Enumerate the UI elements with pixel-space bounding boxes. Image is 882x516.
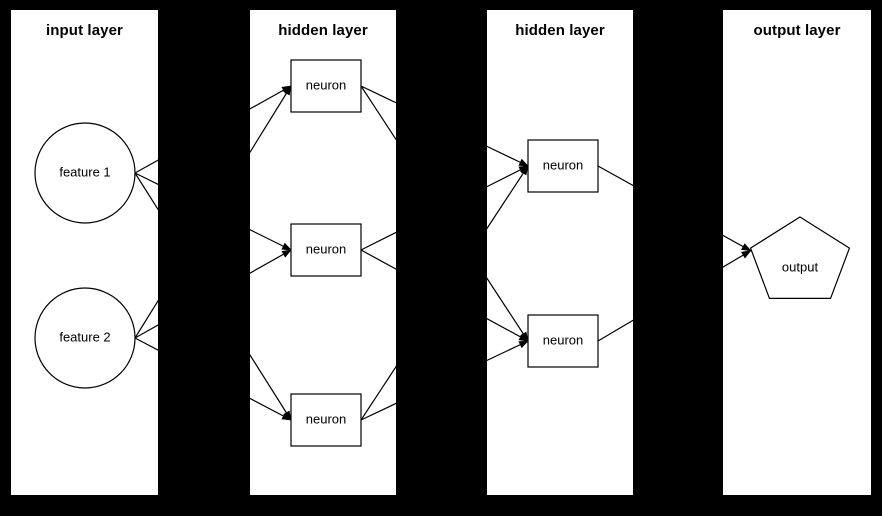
layer-title-hidden-1: hidden layer [278,22,368,39]
layer-panel-hidden-2[interactable]: hidden layer [487,10,633,495]
layer-title-output: output layer [753,22,841,39]
layer-panel-input[interactable]: input layer [11,10,158,495]
layer-panel-hidden-1[interactable]: hidden layer [250,10,396,495]
layer-panel-output[interactable]: output layer [723,10,871,495]
layer-title-input: input layer [46,22,123,39]
layer-title-hidden-2: hidden layer [515,22,605,39]
